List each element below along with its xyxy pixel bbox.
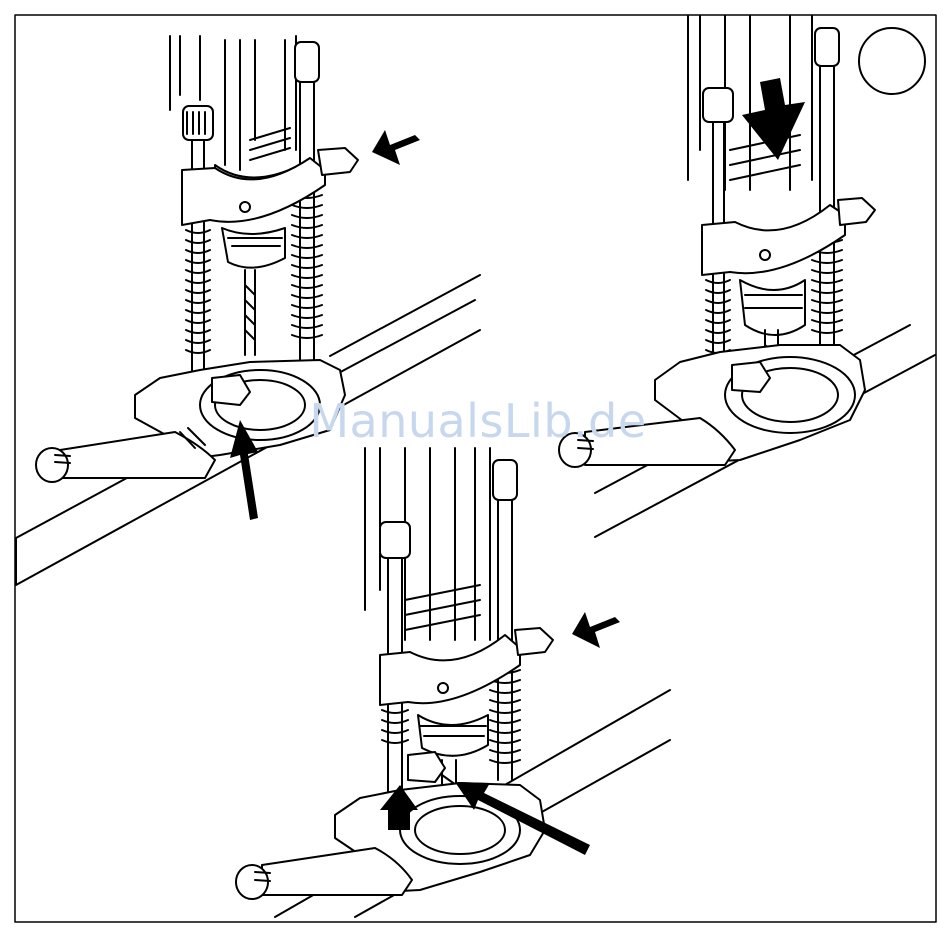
panel-bottom (236, 448, 670, 917)
arrow-right-pointing (572, 612, 620, 648)
clamp-knob (318, 148, 358, 175)
drill-body (688, 16, 812, 400)
panel-top-left (16, 36, 480, 585)
right-column (812, 28, 842, 350)
step-marker-circle (859, 28, 925, 94)
panel-top-right (559, 16, 935, 537)
arrow-down-pointing (742, 78, 805, 160)
handle (236, 848, 412, 899)
handle (559, 418, 735, 467)
clamp-knob (838, 198, 875, 225)
clamp-knob (515, 628, 553, 655)
left-column (183, 106, 213, 380)
arrow-right-pointing (372, 130, 420, 165)
right-column (490, 460, 520, 780)
depth-stop-lever (408, 752, 445, 782)
clamp-collar (182, 158, 325, 225)
